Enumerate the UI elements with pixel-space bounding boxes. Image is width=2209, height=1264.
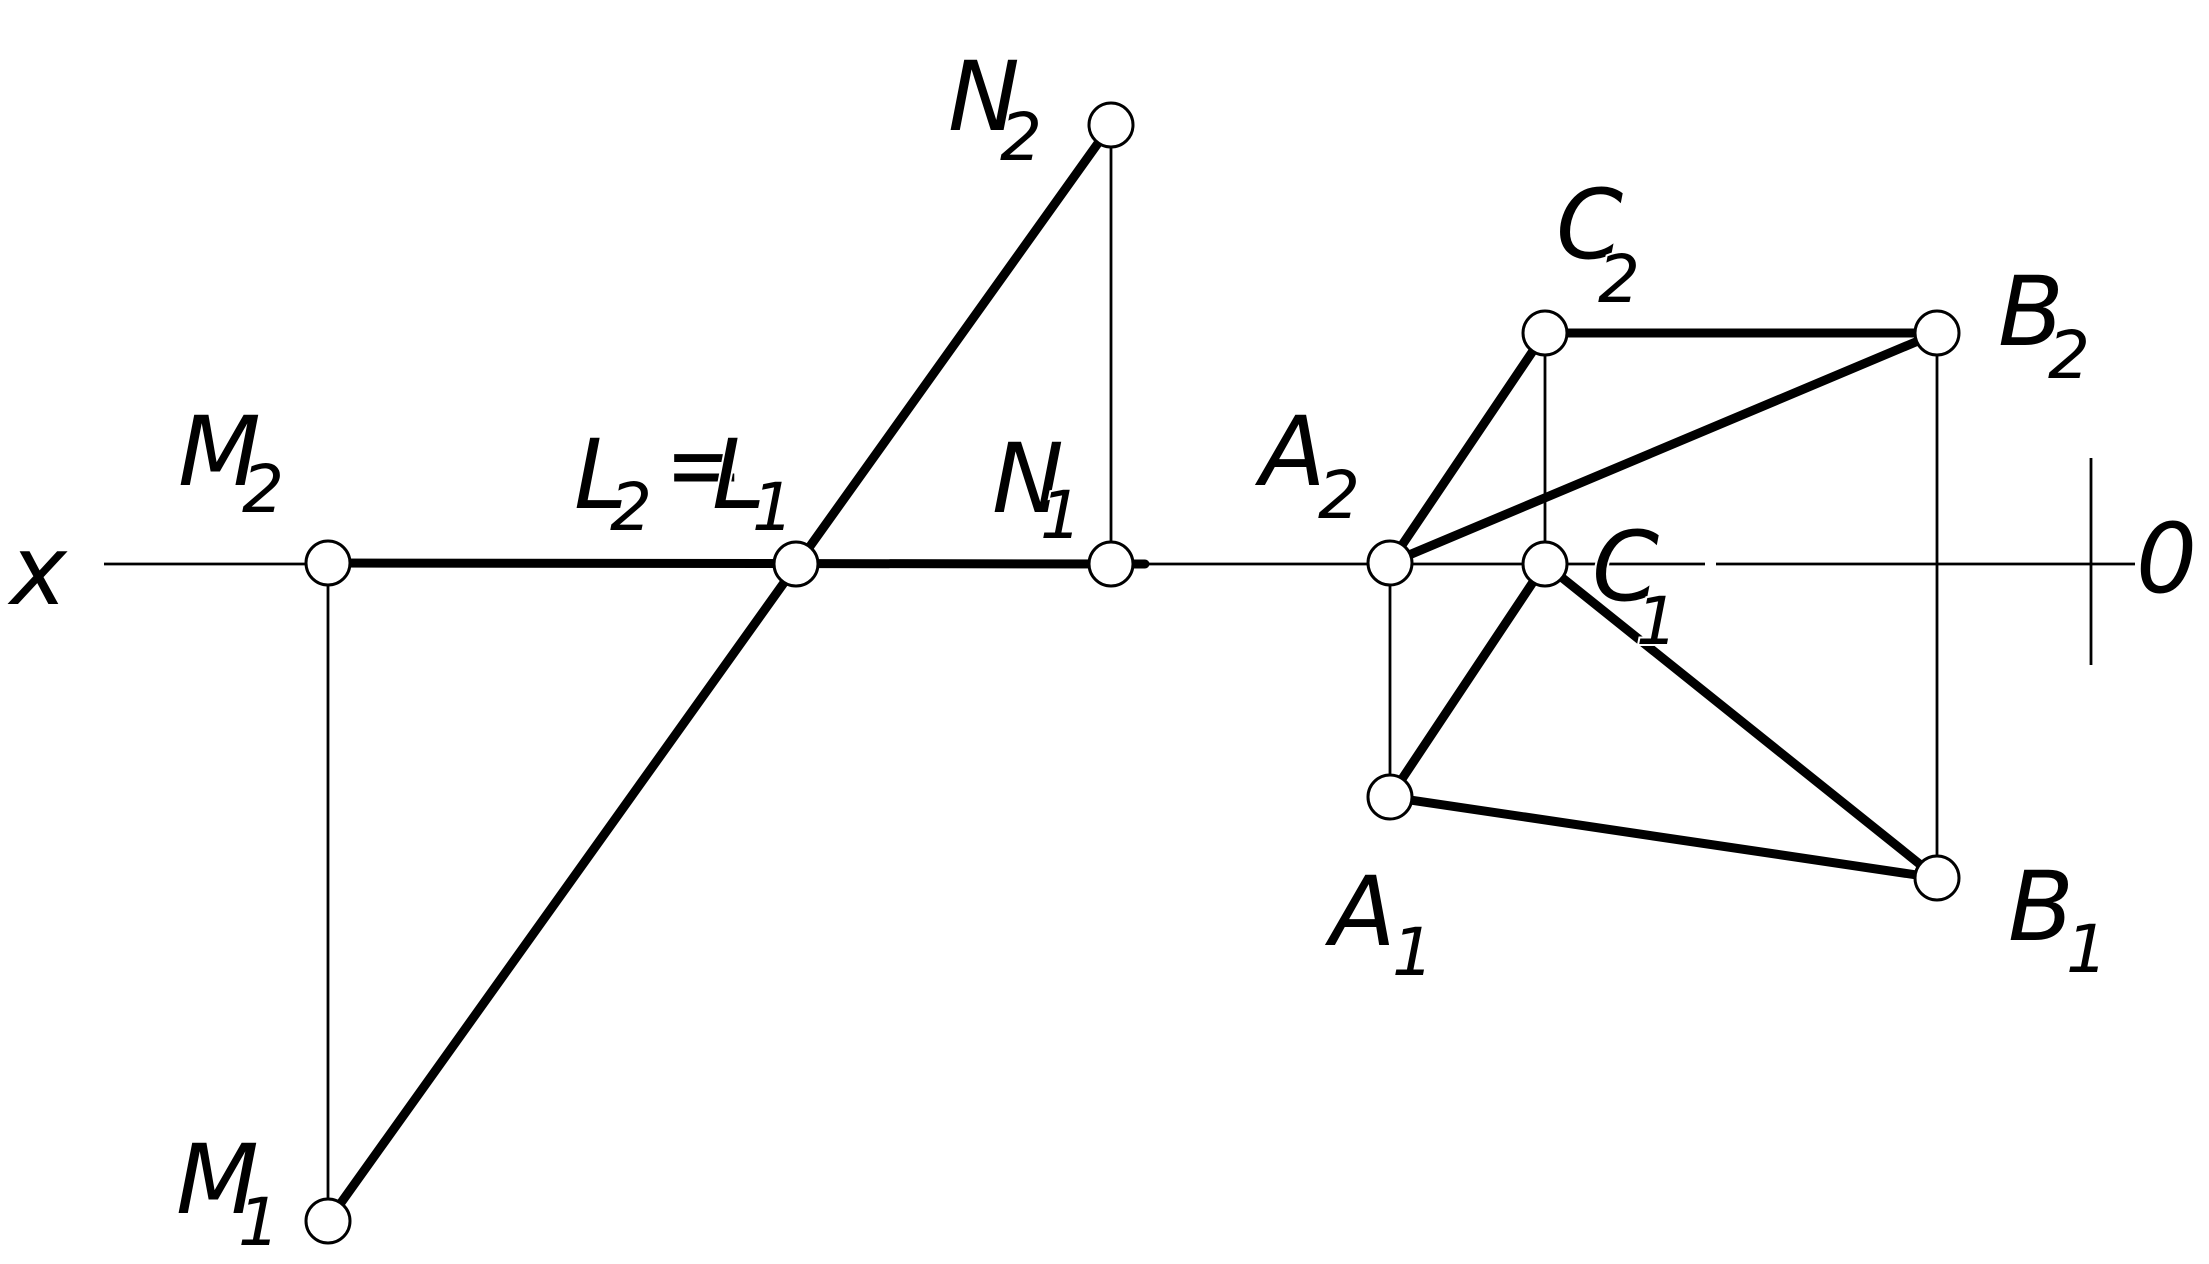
point-n1 [1087,540,1135,588]
edge-a2-b2 [1385,328,1942,568]
label-b1: B [2008,851,2074,963]
label-n1-index: 1 [1040,477,1082,554]
label-l2-index: 2 [610,469,652,546]
point-b1 [1913,854,1961,902]
label-l1-index: 1 [752,469,794,546]
label-m1-index: 1 [238,1184,280,1261]
label-n2-index: 2 [1000,99,1042,176]
label-equals: = [664,409,744,521]
point-a1 [1366,773,1414,821]
label-c2: C [1556,169,1623,281]
label-m2-index: 2 [242,451,284,528]
label-b2: B [1998,256,2064,368]
label-m1: M [176,1124,259,1236]
point-c1 [1521,540,1569,588]
label-a1: A [1324,856,1396,968]
label-c1: C [1592,511,1659,623]
point-c2 [1521,309,1569,357]
point-l [772,540,820,588]
label-l1: L [712,419,765,531]
label-m2: M [178,396,261,508]
edge-a2-c2 [1385,328,1550,568]
edge-c1-b1 [1540,559,1942,883]
label-a2-index: 2 [1318,457,1360,534]
segment-m1-n2 [323,120,1116,1226]
label-l2: L [574,419,627,531]
label-a1-index: 1 [1392,914,1434,991]
segment-m2-n1 [323,558,1150,569]
label-a2: A [1254,396,1326,508]
label-n1: N [992,423,1064,535]
label-b2-index: 2 [2048,317,2090,394]
label-c1-index: 1 [1636,583,1678,660]
point-m2 [304,539,352,587]
point-m1 [304,1197,352,1245]
point-n2 [1087,101,1135,149]
point-b2 [1913,309,1961,357]
x-axis-label: x [7,515,68,627]
point-a2 [1366,539,1414,587]
label-b1-index: 1 [2066,911,2108,988]
edge-a1-c1 [1385,559,1550,802]
label-c2-index: 2 [1598,241,1640,318]
edge-a1-b1 [1385,792,1942,883]
label-n2: N [948,41,1020,153]
origin-label: 0 [2136,503,2197,615]
